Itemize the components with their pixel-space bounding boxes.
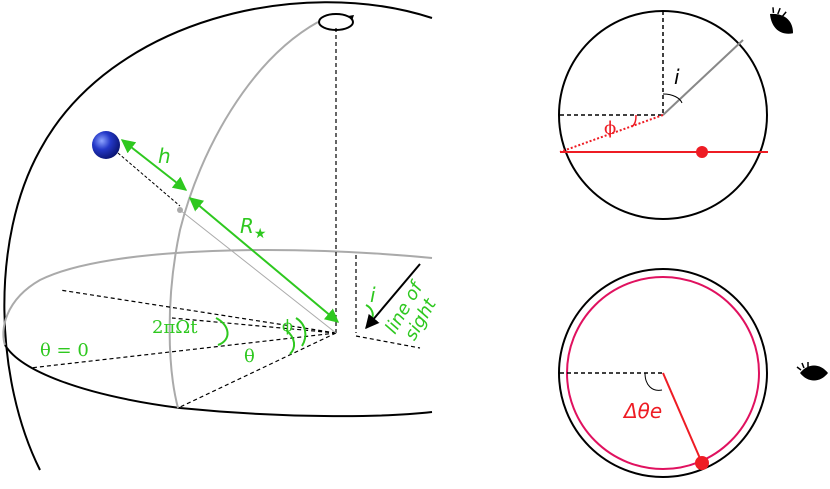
label-delta-theta-e: Δθe — [622, 399, 662, 423]
arc-i-top — [662, 93, 683, 104]
h-arrow — [120, 139, 188, 191]
angle-arcs — [215, 304, 374, 355]
line-of-sight-arrow — [365, 263, 421, 330]
sphere-figure: h R★ i line of sight ϕ θ θ = 0 2πΩt — [2, 1, 447, 471]
red-dot-top — [696, 146, 708, 158]
front-view-figure: Δθe — [558, 268, 828, 478]
planet-ball — [92, 131, 120, 159]
side-view-figure: i ϕ — [558, 7, 793, 220]
arc-delta-theta — [644, 372, 663, 391]
label-i-main: i — [370, 283, 376, 307]
label-theta: θ — [244, 346, 255, 367]
r-star-arrow — [188, 197, 340, 323]
label-r-star: R★ — [240, 214, 266, 242]
rotation-symbol — [318, 13, 354, 31]
label-two-pi-omega-t: 2πΩt — [152, 317, 198, 338]
arc-phi-top — [631, 114, 637, 128]
rotation-arrow-icon — [348, 15, 354, 21]
label-line-of-sight: line of sight — [381, 274, 447, 348]
meridian — [168, 21, 319, 409]
red-radius — [662, 372, 703, 464]
eye-icon-side — [796, 362, 828, 381]
label-phi-top: ϕ — [604, 118, 616, 139]
label-theta-zero: θ = 0 — [40, 340, 89, 361]
front-view-outer — [558, 268, 768, 478]
equator-back — [2, 249, 433, 346]
los-gray-line — [662, 39, 744, 116]
equator-front — [4, 344, 433, 418]
label-phi-main: ϕ — [282, 316, 293, 335]
eye-icon — [770, 7, 793, 34]
radial-lines — [29, 255, 421, 409]
label-h: h — [158, 144, 171, 168]
sphere-outline — [3, 1, 433, 471]
label-i-top: i — [674, 65, 680, 89]
surface-point — [177, 207, 183, 213]
red-dot-bottom — [695, 456, 709, 470]
